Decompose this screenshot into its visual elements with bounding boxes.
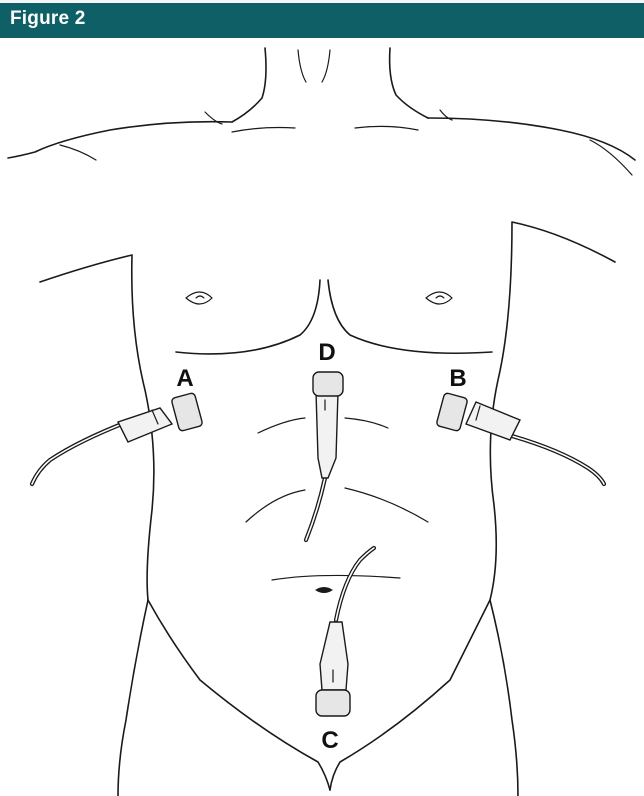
figure-header-bar: Figure 2 <box>0 0 644 38</box>
left-inguinal-line <box>148 600 330 790</box>
neck-muscle-right <box>322 50 330 82</box>
mid-ab-right <box>345 488 428 522</box>
probe-b <box>436 392 604 484</box>
right-inguinal-line <box>330 600 490 790</box>
neck-muscle-left <box>298 50 306 82</box>
right-torso-outline <box>490 222 615 796</box>
probe-label-b: B <box>449 365 466 392</box>
probe-label-c: C <box>321 727 338 754</box>
probe-d <box>306 372 343 540</box>
torso-illustration: A B C D <box>0 38 644 796</box>
lower-ab-line <box>272 575 400 580</box>
upper-ab-left <box>258 418 305 433</box>
neck-left-outline <box>232 48 266 122</box>
left-shoulder-outline <box>8 122 232 158</box>
figure-title: Figure 2 <box>10 8 86 30</box>
right-shoulder-outline <box>428 118 635 160</box>
left-clavicle <box>232 128 295 133</box>
right-clavicle <box>355 126 418 130</box>
left-torso-outline <box>40 255 154 796</box>
probe-label-d: D <box>318 339 335 366</box>
navel <box>315 587 333 593</box>
probe-label-a: A <box>176 365 193 392</box>
mid-ab-left <box>246 490 305 522</box>
neck-right-outline <box>390 48 428 118</box>
upper-ab-right <box>345 418 388 428</box>
left-deltoid <box>60 145 96 160</box>
probe-a <box>32 392 203 484</box>
right-pectoral-line <box>328 280 492 353</box>
left-pectoral-line <box>176 280 320 354</box>
left-nipple <box>186 292 212 304</box>
probe-c <box>316 548 374 716</box>
right-nipple <box>426 292 452 304</box>
